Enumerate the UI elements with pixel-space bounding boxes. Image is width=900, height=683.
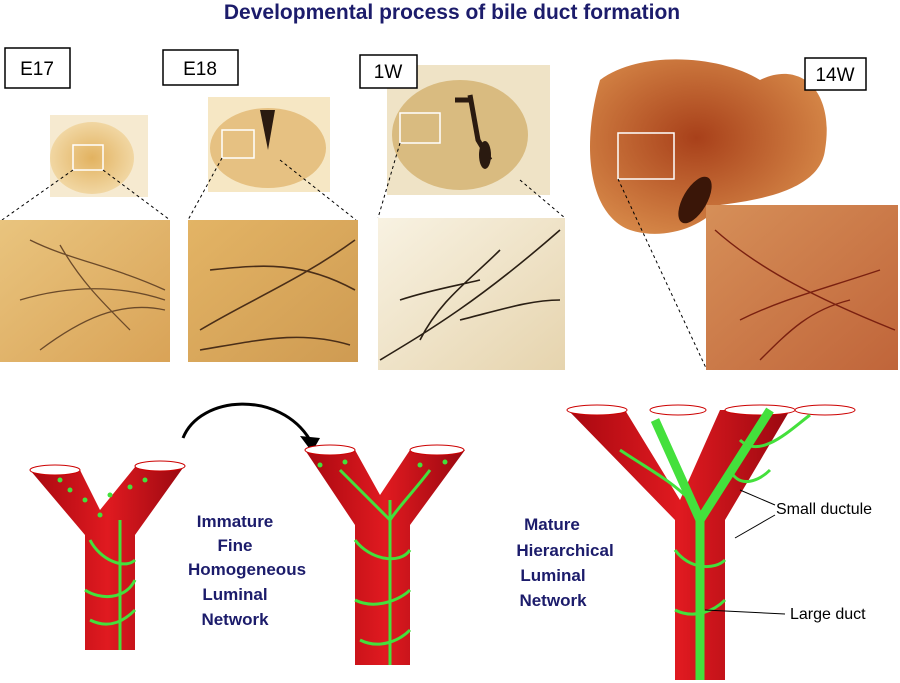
mature-network-label: Mature Hierarchical Luminal Network [516, 515, 613, 610]
14w-liver-photo [590, 59, 827, 234]
large-duct-label: Large duct [790, 606, 866, 623]
arrow-head-icon [300, 436, 320, 452]
stage-label-14w: 14W [804, 57, 867, 91]
svg-text:Fine: Fine [218, 536, 253, 555]
immature-duct-model-2 [304, 444, 465, 665]
svg-text:Luminal: Luminal [520, 566, 585, 585]
svg-text:14W: 14W [815, 65, 854, 86]
1w-zoom-photo [378, 218, 565, 370]
stage-label-e18: E18 [162, 49, 239, 86]
svg-text:Network: Network [201, 610, 269, 629]
svg-text:1W: 1W [374, 62, 403, 83]
large-duct-leader [704, 609, 786, 615]
svg-text:Hierarchical: Hierarchical [516, 541, 613, 560]
e17-zoom-photo [0, 220, 170, 362]
immature-duct-model-1 [29, 460, 186, 650]
stage-label-1w: 1W [359, 54, 418, 89]
svg-text:Mature: Mature [524, 515, 580, 534]
svg-text:E17: E17 [20, 59, 54, 80]
immature-network-label: Immature Fine Homogeneous Luminal Networ… [188, 512, 306, 629]
svg-text:Immature: Immature [197, 512, 274, 531]
14w-zoom-photo [706, 205, 898, 370]
mature-duct-model [566, 404, 856, 680]
e18-liver-photo [208, 97, 330, 192]
small-ductule-label: Small ductule [776, 501, 872, 518]
svg-text:Network: Network [519, 591, 587, 610]
small-ductule-leader-2 [734, 514, 776, 539]
small-ductule-leader [739, 489, 776, 506]
figure-title: Developmental process of bile duct forma… [224, 1, 680, 24]
svg-text:Luminal: Luminal [202, 585, 267, 604]
e18-zoom-photo [188, 220, 358, 362]
e17-liver-photo [50, 115, 148, 197]
svg-text:E18: E18 [183, 59, 217, 80]
stage-label-e17: E17 [4, 47, 71, 89]
progression-arrow [181, 402, 312, 441]
svg-text:Homogeneous: Homogeneous [188, 560, 306, 579]
